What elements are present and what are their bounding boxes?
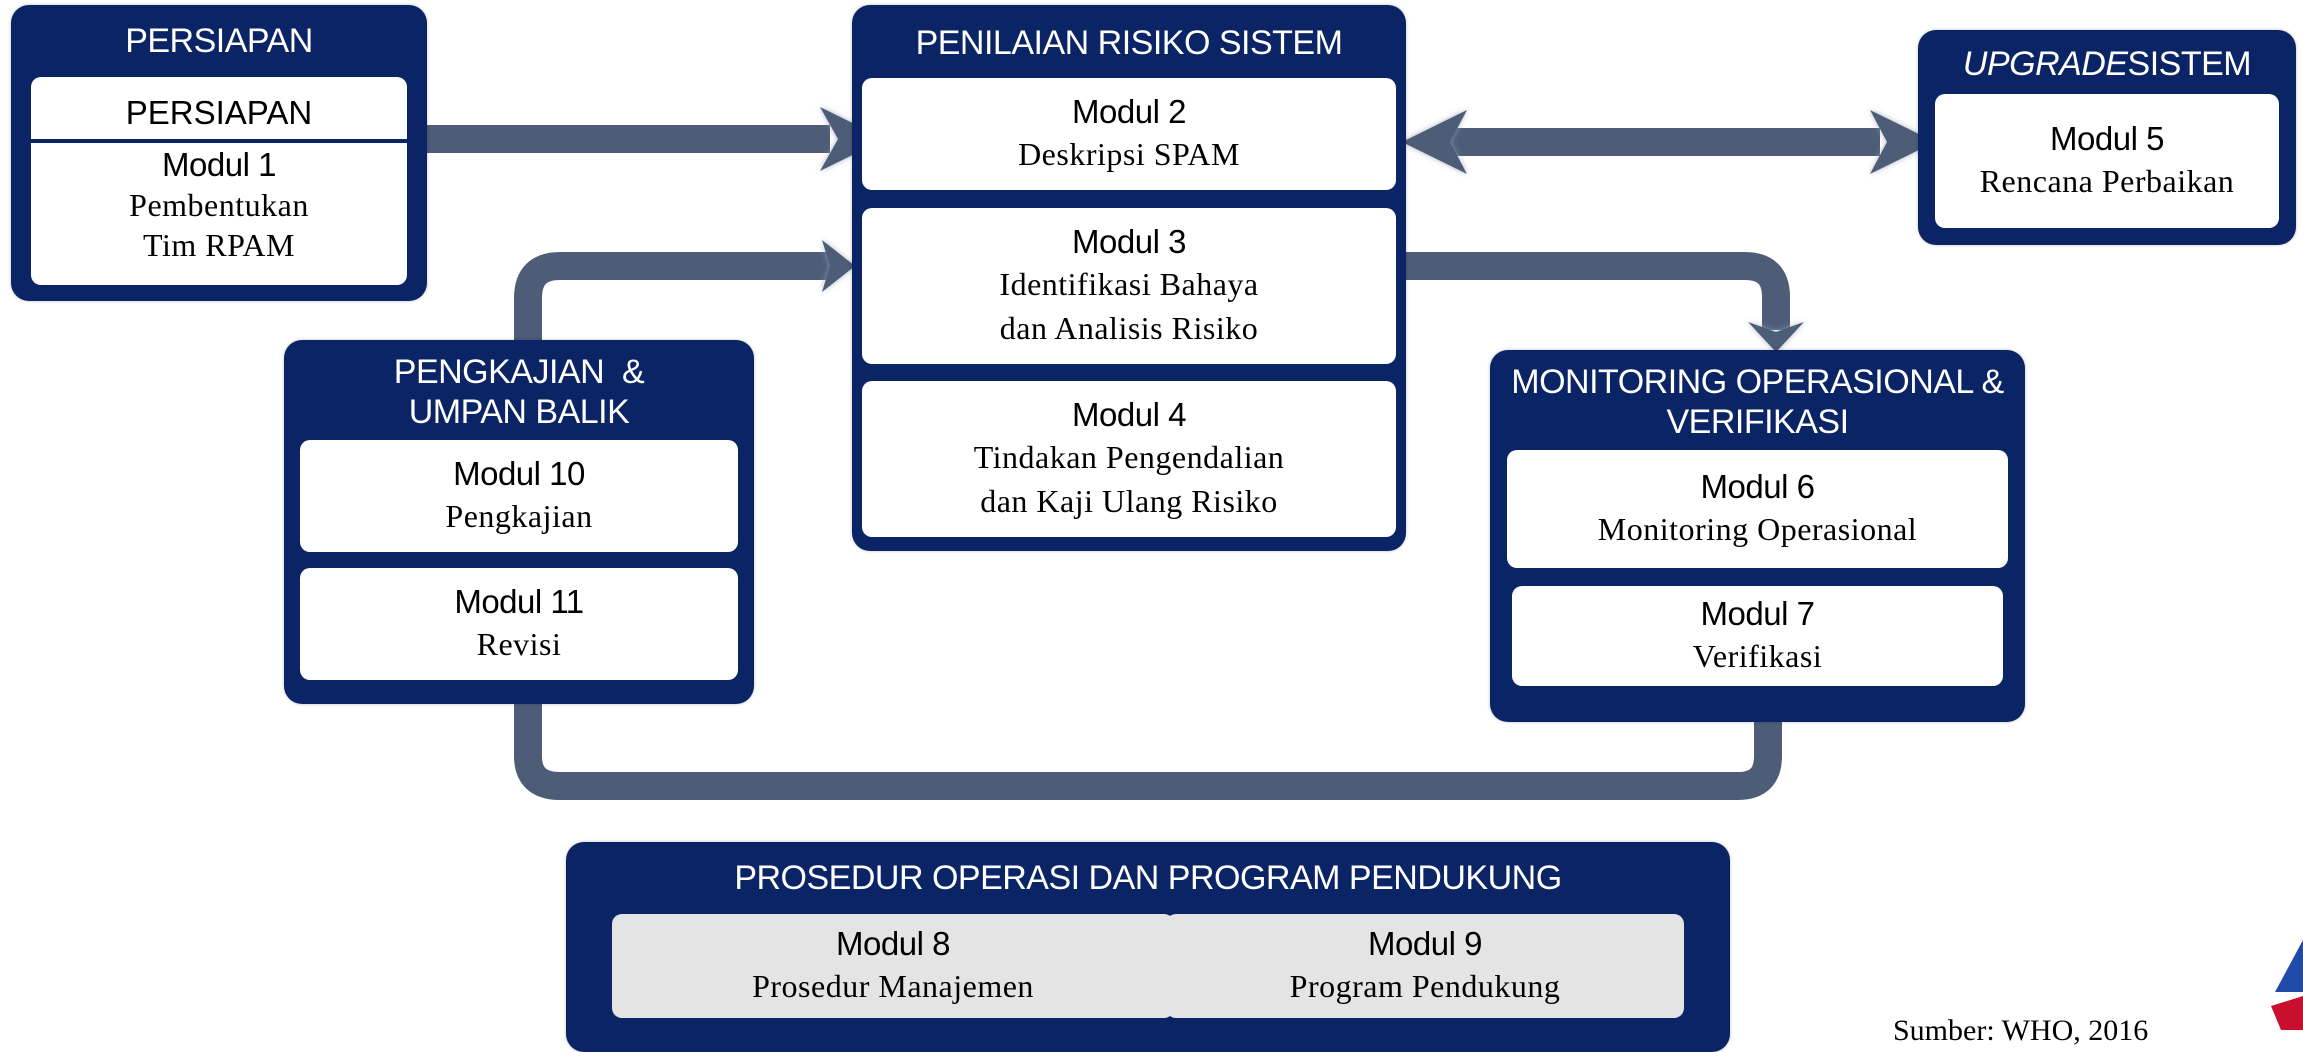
- card-divider: [31, 139, 407, 143]
- panel-persiapan: PERSIAPAN PERSIAPAN Modul 1 Pembentukan …: [11, 5, 427, 301]
- panel-title-upgrade-italic: UPGRADE: [1962, 45, 2128, 83]
- panel-title-upgrade-rest: SISTEM: [2127, 45, 2252, 83]
- panel-title-pengkajian-line2: UMPAN BALIK: [408, 393, 630, 431]
- card-modul-1[interactable]: PERSIAPAN Modul 1 Pembentukan Tim RPAM: [31, 77, 407, 285]
- card-modul-10[interactable]: Modul 10 Pengkajian: [300, 440, 738, 552]
- arrow-persiapan-to-penilaian: [420, 107, 885, 171]
- module-name-7: Modul 7: [1700, 595, 1815, 632]
- panel-title-prosedur: PROSEDUR OPERASI DAN PROGRAM PENDUKUNG: [734, 859, 1562, 897]
- arrow-pengkajian-to-modul3: [514, 240, 855, 345]
- module-desc-7: Verifikasi: [1692, 638, 1823, 674]
- module-desc-3-line1: Identifikasi Bahaya: [999, 266, 1259, 302]
- card-modul-7[interactable]: Modul 7 Verifikasi: [1512, 586, 2003, 686]
- panel-monitoring: MONITORING OPERASIONAL & VERIFIKASI Modu…: [1490, 350, 2025, 722]
- card-header-persiapan: PERSIAPAN: [125, 94, 313, 131]
- panel-title-monitoring-line1: MONITORING OPERASIONAL &: [1511, 363, 2004, 401]
- card-modul-2[interactable]: Modul 2 Deskripsi SPAM: [862, 78, 1396, 190]
- arrow-modul3-to-monitoring: [1400, 252, 1804, 352]
- module-desc-5: Rencana Perbaikan: [1979, 163, 2235, 199]
- arrow-monitoring-to-pengkajian: [514, 700, 1782, 800]
- panel-title-monitoring-line2: VERIFIKASI: [1666, 403, 1849, 441]
- module-desc-3-line2: dan Analisis Risiko: [999, 310, 1259, 346]
- module-name-9: Modul 9: [1368, 925, 1482, 962]
- module-desc-6: Monitoring Operasional: [1597, 511, 1918, 547]
- module-name-3: Modul 3: [1072, 223, 1186, 260]
- panel-title-upgrade: UPGRADESISTEM: [1918, 44, 2296, 84]
- panel-title-pengkajian-line1: PENGKAJIAN &: [393, 353, 645, 391]
- module-name-2: Modul 2: [1072, 93, 1186, 130]
- card-modul-4[interactable]: Modul 4 Tindakan Pengendalian dan Kaji U…: [862, 381, 1396, 537]
- module-name-6: Modul 6: [1700, 468, 1815, 505]
- flow-arrows: [420, 107, 1935, 800]
- module-desc-2: Deskripsi SPAM: [1018, 136, 1240, 172]
- card-modul-3[interactable]: Modul 3 Identifikasi Bahaya dan Analisis…: [862, 208, 1396, 364]
- module-name-1: Modul 1: [162, 146, 276, 183]
- panel-pengkajian: PENGKAJIAN & UMPAN BALIK Modul 10 Pengka…: [284, 340, 754, 704]
- arrow-penilaian-upgrade-bidirectional: [1402, 110, 1935, 174]
- module-desc-9: Program Pendukung: [1289, 968, 1561, 1004]
- module-desc-4-line2: dan Kaji Ulang Risiko: [980, 483, 1278, 519]
- card-modul-11[interactable]: Modul 11 Revisi: [300, 568, 738, 680]
- module-name-11: Modul 11: [454, 583, 584, 620]
- module-name-10: Modul 10: [453, 455, 585, 492]
- module-desc-4-line1: Tindakan Pengendalian: [973, 439, 1285, 475]
- module-desc-1-line1: Pembentukan: [129, 187, 309, 223]
- module-desc-8: Prosedur Manajemen: [752, 968, 1034, 1004]
- source-caption: Sumber: WHO, 2016: [1893, 1014, 2149, 1047]
- module-desc-1-line2: Tim RPAM: [143, 227, 295, 263]
- module-name-8: Modul 8: [836, 925, 950, 962]
- card-modul-5[interactable]: Modul 5 Rencana Perbaikan: [1935, 94, 2279, 228]
- panel-prosedur: PROSEDUR OPERASI DAN PROGRAM PENDUKUNG M…: [566, 842, 1730, 1052]
- module-desc-10: Pengkajian: [445, 498, 593, 534]
- corner-logo: [2271, 940, 2303, 1030]
- panel-penilaian-risiko: PENILAIAN RISIKO SISTEM Modul 2 Deskrips…: [852, 5, 1406, 551]
- card-modul-6[interactable]: Modul 6 Monitoring Operasional: [1507, 450, 2008, 568]
- module-desc-11: Revisi: [476, 626, 562, 662]
- panel-title-persiapan: PERSIAPAN: [125, 22, 313, 60]
- module-name-5: Modul 5: [2050, 120, 2164, 157]
- panel-title-penilaian: PENILAIAN RISIKO SISTEM: [915, 24, 1343, 62]
- panel-upgrade-sistem: UPGRADESISTEM Modul 5 Rencana Perbaikan: [1918, 30, 2296, 245]
- card-modul-9[interactable]: Modul 9 Program Pendukung: [1166, 914, 1684, 1018]
- module-name-4: Modul 4: [1072, 396, 1186, 433]
- card-modul-8[interactable]: Modul 8 Prosedur Manajemen: [612, 914, 1174, 1018]
